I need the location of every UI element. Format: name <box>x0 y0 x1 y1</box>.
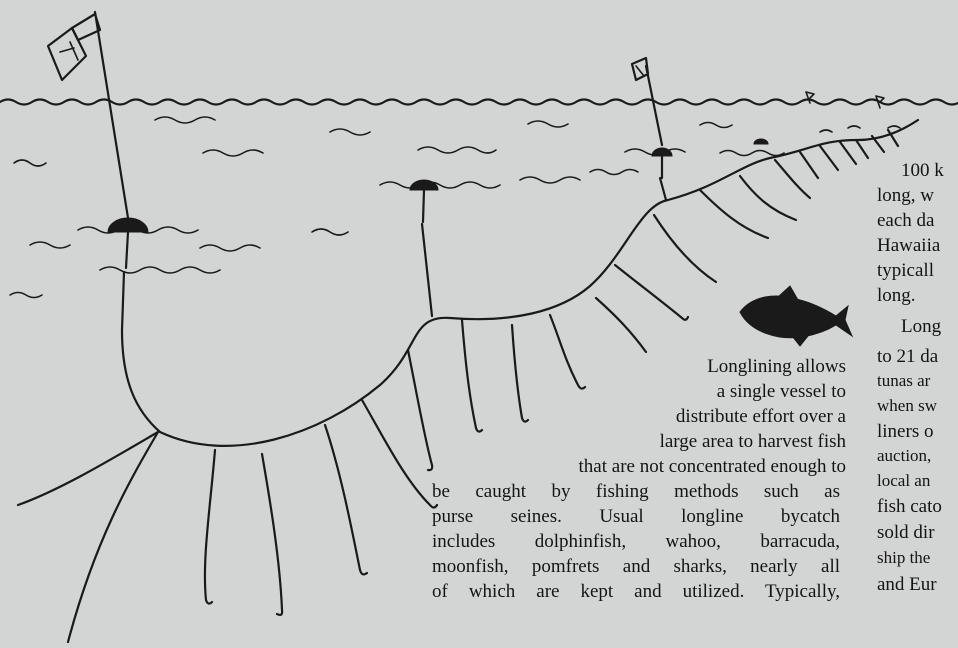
column-line: 100 k <box>901 160 944 182</box>
caption-line: purse seines. Usual longline bycatch <box>432 504 840 529</box>
tuna-fish <box>740 286 852 346</box>
caption-line: Longlining allows <box>432 354 846 379</box>
column-line: Long <box>901 316 941 338</box>
column-line: and Eur <box>877 574 937 596</box>
column-line: ship the <box>877 548 930 568</box>
column-line: local an <box>877 471 930 491</box>
caption-line: that are not concentrated enough to <box>432 454 846 479</box>
column-line: when sw <box>877 396 937 416</box>
column-line: fish cato <box>877 496 942 518</box>
caption-line: large area to harvest fish <box>432 429 846 454</box>
column-line: each da <box>877 210 934 232</box>
sea-surface <box>0 100 958 105</box>
caption-line: includes dolphinfish, wahoo, barracuda, <box>432 529 840 554</box>
caption-text-block: Longlining allows a single vessel to dis… <box>432 354 850 604</box>
caption-line: moonfish, pomfrets and sharks, nearly al… <box>432 554 840 579</box>
column-line: typicall <box>877 260 934 282</box>
column-line: liners o <box>877 421 933 443</box>
column-line: auction, <box>877 446 931 466</box>
caption-line: of which are kept and utilized. Typicall… <box>432 579 840 604</box>
column-line: long. <box>877 285 916 307</box>
flag-buoy-right <box>632 58 672 178</box>
column-line: long, w <box>877 185 934 207</box>
right-column-text: 100 k long, w each da Hawaiia typicall l… <box>877 0 958 648</box>
caption-line: a single vessel to <box>432 379 846 404</box>
column-line: tunas ar <box>877 371 930 391</box>
float-line-right <box>660 178 666 200</box>
caption-line: be caught by fishing methods such as <box>432 479 840 504</box>
caption-line: distribute effort over a <box>432 404 846 429</box>
float-line-middle <box>422 224 432 316</box>
column-line: to 21 da <box>877 346 938 368</box>
column-line: Hawaiia <box>877 235 940 257</box>
float-buoy-middle <box>410 180 438 222</box>
column-line: sold dir <box>877 522 935 544</box>
